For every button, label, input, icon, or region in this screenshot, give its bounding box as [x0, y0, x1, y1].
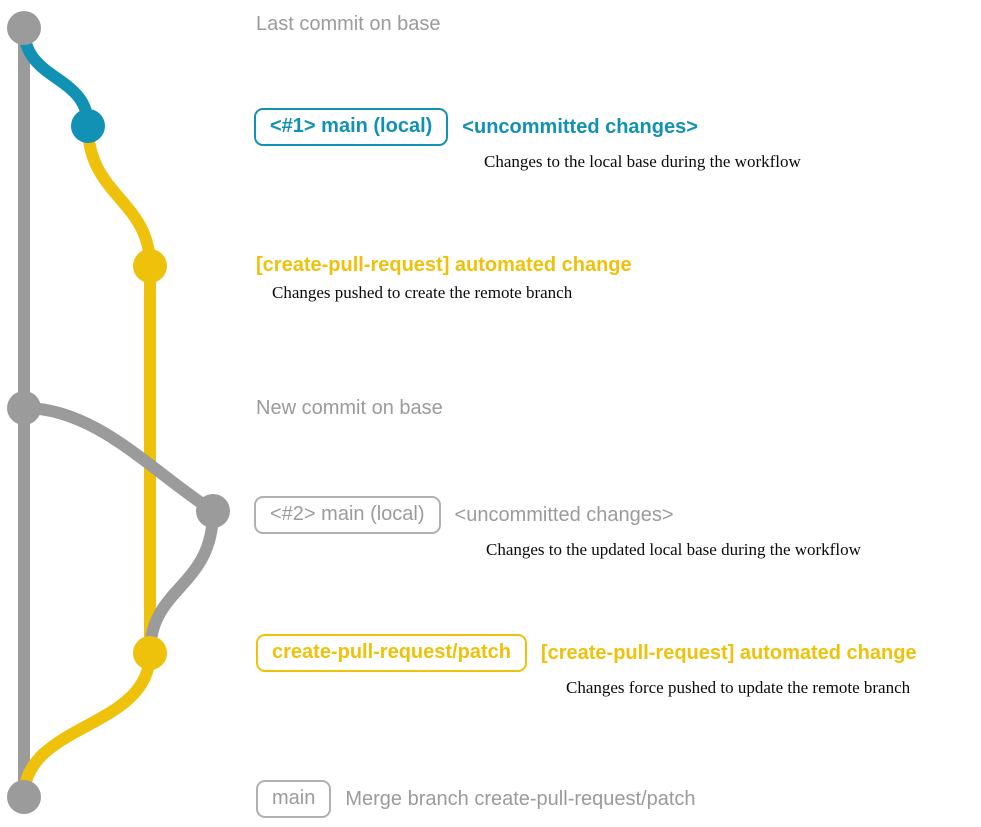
merge-edge	[18, 647, 156, 803]
commit-note-local-2: Changes to the updated local base during…	[486, 540, 861, 559]
entry-remote-1: [create-pull-request] automated change C…	[256, 253, 632, 303]
commit-subject-merge: Merge branch create-pull-request/patch	[345, 788, 696, 810]
entry-local-2: <#2> main (local) <uncommitted changes> …	[254, 496, 861, 560]
entry-merge: main Merge branch create-pull-request/pa…	[256, 780, 696, 818]
commit-node-base-merge[interactable]	[7, 780, 41, 814]
entry-new-commit-on-base: New commit on base	[256, 396, 443, 420]
entry-body: create-pull-request/patch [create-pull-r…	[256, 634, 917, 698]
commit-caption: New commit on base	[256, 397, 443, 419]
entry-body: [create-pull-request] automated change C…	[256, 253, 632, 303]
local-to-remote-edge-2	[144, 505, 219, 659]
entry-body: <#2> main (local) <uncommitted changes> …	[254, 496, 861, 560]
commit-node-local-1[interactable]	[71, 109, 105, 143]
commit-node-base-new[interactable]	[7, 391, 41, 425]
entry-headline: <#1> main (local) <uncommitted changes>	[254, 108, 801, 146]
commit-node-base-last[interactable]	[7, 11, 41, 45]
entry-headline: main Merge branch create-pull-request/pa…	[256, 780, 696, 818]
commit-node-local-2[interactable]	[196, 494, 230, 528]
commit-caption: Last commit on base	[256, 13, 441, 35]
commit-note-remote-1: Changes pushed to create the remote bran…	[272, 283, 573, 302]
entry-last-commit-on-base: Last commit on base	[256, 12, 441, 36]
ref-badge-remote-2[interactable]: create-pull-request/patch	[256, 634, 527, 672]
entry-headline: create-pull-request/patch [create-pull-r…	[256, 634, 917, 672]
entry-local-1: <#1> main (local) <uncommitted changes> …	[254, 108, 801, 172]
commit-subject-local-1: <uncommitted changes>	[462, 116, 698, 138]
entry-body: <#1> main (local) <uncommitted changes> …	[254, 108, 801, 172]
remote-branch-edge-1	[82, 120, 156, 272]
commit-subject-local-2: <uncommitted changes>	[454, 504, 674, 526]
commit-node-remote-2[interactable]	[133, 636, 167, 670]
commit-note-remote-2: Changes force pushed to update the remot…	[566, 678, 911, 697]
local-branch-edge-1	[18, 22, 94, 132]
ref-badge-local-2[interactable]: <#2> main (local)	[254, 496, 441, 534]
commit-note-local-1: Changes to the local base during the wor…	[484, 152, 801, 171]
entry-headline: <#2> main (local) <uncommitted changes>	[254, 496, 861, 534]
commit-node-remote-1[interactable]	[133, 249, 167, 283]
entry-remote-2: create-pull-request/patch [create-pull-r…	[256, 634, 917, 698]
ref-badge-local-1[interactable]: <#1> main (local)	[254, 108, 449, 146]
local-branch-edge-2	[18, 402, 219, 517]
commit-subject-remote-1: [create-pull-request] automated change	[256, 254, 632, 276]
ref-badge-main[interactable]: main	[256, 780, 332, 818]
commit-subject-remote-2: [create-pull-request] automated change	[540, 642, 917, 664]
